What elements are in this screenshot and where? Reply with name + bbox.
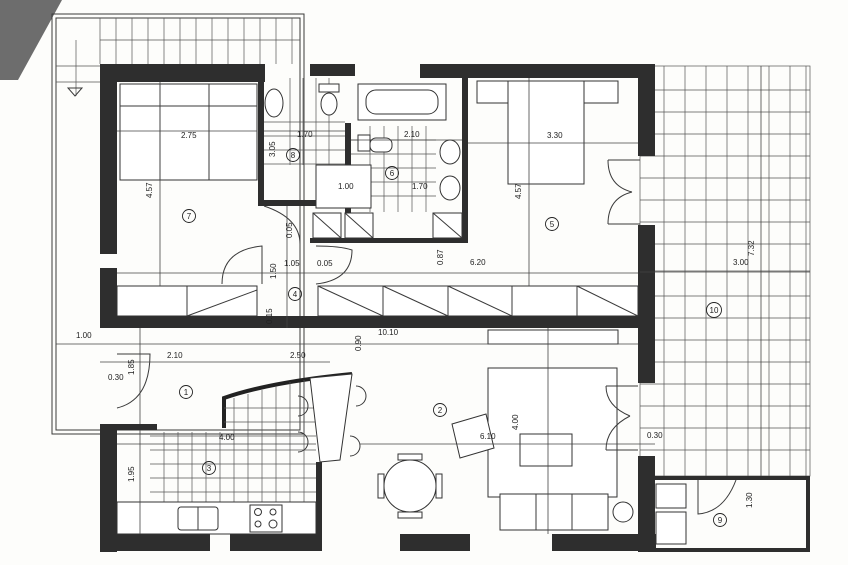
- bedroom-5: [317, 80, 640, 317]
- wc-8: [264, 78, 345, 165]
- dining-table: [383, 459, 437, 513]
- stove-icon: [249, 504, 283, 533]
- coffee-table: [519, 433, 573, 467]
- hall-1: [116, 353, 151, 409]
- svg-text:5: 5: [550, 220, 555, 229]
- corridor-4-doors: [221, 205, 353, 285]
- tv-unit: [487, 329, 619, 345]
- dimension-labels: 2.75 4.57 1.70 3.05 2.10 1.00 1.70 3.30 4.57 0.05…: [76, 130, 756, 508]
- washbasin-icon: [264, 88, 284, 118]
- dimension-label: 1.30: [745, 492, 754, 508]
- room-number-9: 9: [713, 513, 727, 527]
- level-marker-icon: [66, 87, 84, 97]
- dimension-lines: [56, 66, 810, 534]
- dimension-label: 10.10: [378, 328, 399, 337]
- dimension-label: 3.00: [733, 258, 749, 267]
- room-number-markers: 1 2 3 4 5 6 7 8 9 10: [179, 148, 727, 527]
- dimension-label: 1.70: [412, 182, 428, 191]
- dimension-label: 0.30: [647, 431, 663, 440]
- dimension-label: 0.30: [108, 373, 124, 382]
- dimension-label: 4.00: [219, 433, 235, 442]
- dimension-label: 2.50: [290, 351, 306, 360]
- toilet-icon: [318, 83, 340, 93]
- svg-text:2: 2: [438, 406, 443, 415]
- dimension-label: 2.10: [167, 351, 183, 360]
- room-number-4: 4: [288, 287, 302, 301]
- sofa: [499, 493, 609, 531]
- svg-text:1: 1: [184, 388, 189, 397]
- room-number-1: 1: [179, 385, 193, 399]
- room-number-6: 6: [385, 166, 399, 180]
- bar-stools-icon: [297, 385, 367, 457]
- dimension-label: 4.57: [514, 183, 523, 199]
- rug: [487, 367, 618, 498]
- utility-9: [655, 479, 737, 545]
- bar-counter: [309, 373, 353, 463]
- living-2: [377, 329, 638, 531]
- dimension-label: 1.00: [76, 331, 92, 340]
- room-number-7: 7: [182, 209, 196, 223]
- washbasin-icon: [439, 139, 461, 165]
- room-number-2: 2: [433, 403, 447, 417]
- toilet-icon: [369, 137, 393, 153]
- washing-machine: [655, 511, 687, 545]
- svg-text:3: 3: [207, 464, 212, 473]
- dimension-label: 1.05: [284, 259, 300, 268]
- dimension-label: 4.00: [511, 414, 520, 430]
- bedroom-7: [116, 83, 258, 317]
- wardrobe: [317, 285, 639, 317]
- double-bed: [507, 80, 585, 185]
- dimension-label: 0.15: [265, 308, 274, 324]
- plant-icon: [612, 501, 634, 523]
- dimension-label: 6.10: [480, 432, 496, 441]
- dimension-label: 2.75: [181, 131, 197, 140]
- dimension-label: 1.70: [297, 130, 313, 139]
- dimension-label: 1.00: [338, 182, 354, 191]
- svg-text:6: 6: [390, 169, 395, 178]
- terrace-10-grid: [639, 65, 811, 477]
- dimension-label: 6.20: [470, 258, 486, 267]
- room-number-10: 10: [706, 302, 722, 318]
- dimension-label: 0.05: [317, 259, 333, 268]
- utility-sink-icon: [655, 483, 687, 509]
- kitchen-3: [116, 373, 367, 535]
- washbasin-icon: [439, 175, 461, 201]
- dimension-label: 0.87: [436, 249, 445, 265]
- dimension-label: 3.30: [547, 131, 563, 140]
- dimension-label: 1.95: [127, 466, 136, 482]
- dimension-label: 7.32: [747, 240, 756, 256]
- dimension-label: 2.10: [404, 130, 420, 139]
- dimension-label: 1.85: [127, 359, 136, 375]
- dimension-label: 0.90: [354, 335, 363, 351]
- terrace-door-swing: [605, 385, 638, 451]
- door-swing: [607, 159, 640, 225]
- scan-corner-artifact: [0, 0, 62, 80]
- svg-text:9: 9: [718, 516, 723, 525]
- room-number-8: 8: [286, 148, 300, 162]
- double-bed: [119, 83, 258, 181]
- shower-icon: [315, 164, 372, 209]
- dimension-label: 3.05: [268, 141, 277, 157]
- svg-text:10: 10: [710, 306, 719, 315]
- svg-text:4: 4: [293, 290, 298, 299]
- room-number-5: 5: [545, 217, 559, 231]
- dimension-label: 0.05: [285, 222, 294, 238]
- armchair: [451, 413, 495, 459]
- svg-text:8: 8: [291, 151, 296, 160]
- dimension-label: 1.50: [269, 263, 278, 279]
- bathroom-6: [312, 83, 463, 239]
- svg-text:7: 7: [187, 212, 192, 221]
- room-number-3: 3: [202, 461, 216, 475]
- dimension-label: 4.57: [145, 182, 154, 198]
